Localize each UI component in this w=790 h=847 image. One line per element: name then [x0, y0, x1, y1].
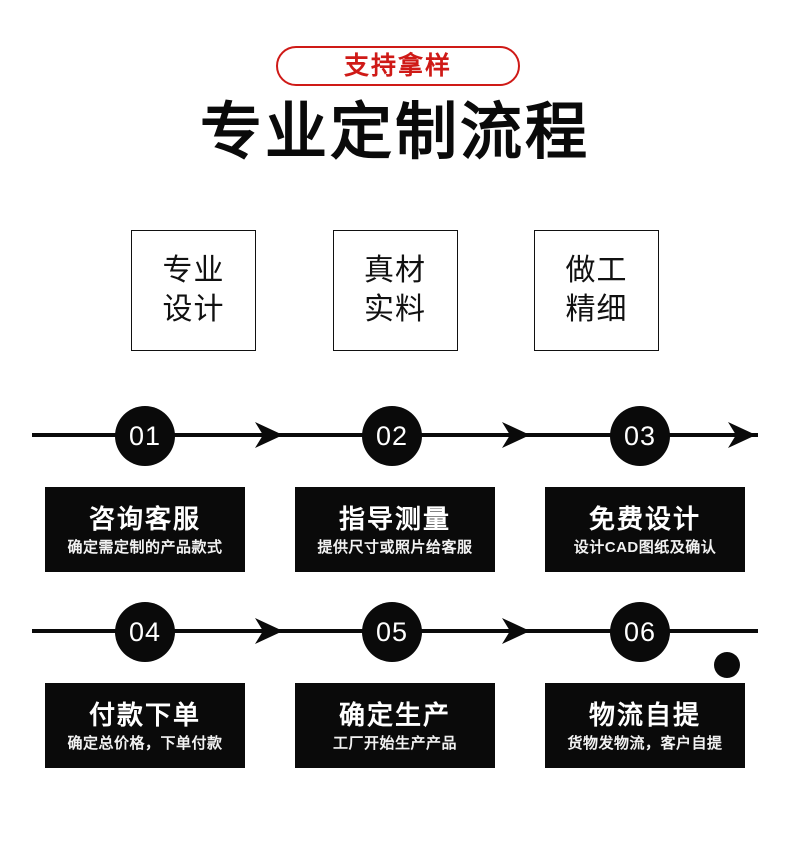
step-number: 06 — [623, 616, 657, 647]
timeline-row-1: 01 02 03 咨询客服 确定需定制的产品款式 指导测量 提供尺寸或照片给客服… — [0, 400, 790, 600]
arrow-right-icon — [498, 418, 532, 452]
step-number: 04 — [128, 616, 162, 647]
step-node-03: 03 — [610, 406, 670, 466]
step-node-01: 01 — [115, 406, 175, 466]
arrow-right-icon — [251, 614, 285, 648]
step-number: 05 — [375, 616, 409, 647]
arrow-right-icon — [498, 614, 532, 648]
step-node-05: 05 — [362, 602, 422, 662]
step-card-title: 物流自提 — [588, 699, 701, 730]
arrow-right-icon — [251, 418, 285, 452]
feature-box-design: 专业 设计 — [131, 230, 256, 351]
step-number: 01 — [128, 420, 162, 451]
step-node-06: 06 — [610, 602, 670, 662]
feature-line-2: 实料 — [364, 292, 426, 326]
step-card-subtitle: 提供尺寸或照片给客服 — [317, 538, 473, 556]
sample-support-badge: 支持拿样 — [276, 46, 520, 86]
feature-box-material: 真材 实料 — [332, 230, 458, 351]
step-card-02: 指导测量 提供尺寸或照片给客服 — [295, 487, 495, 572]
step-card-subtitle: 工厂开始生产产品 — [332, 734, 457, 752]
step-card-subtitle: 确定需定制的产品款式 — [67, 538, 223, 556]
page-title: 专业定制流程 — [199, 98, 590, 167]
step-card-title: 指导测量 — [338, 503, 451, 534]
step-card-subtitle: 货物发物流，客户自提 — [567, 734, 723, 752]
step-card-title: 免费设计 — [588, 503, 701, 534]
badge-label: 支持拿样 — [343, 51, 452, 80]
step-number: 02 — [375, 420, 409, 451]
timeline-row-2: 04 05 06 付款下单 确定总价格，下单付款 确定生产 工厂开始生产产品 物… — [0, 596, 790, 796]
feature-line-1: 真材 — [364, 254, 426, 288]
step-card-subtitle: 确定总价格，下单付款 — [67, 734, 223, 752]
feature-line-1: 专业 — [162, 254, 225, 288]
step-card-title: 付款下单 — [88, 699, 201, 730]
timeline-end-dot — [714, 652, 740, 678]
step-card-06: 物流自提 货物发物流，客户自提 — [545, 683, 745, 768]
step-card-group-1: 咨询客服 确定需定制的产品款式 指导测量 提供尺寸或照片给客服 免费设计 设计C… — [45, 487, 745, 572]
feature-line-2: 精细 — [565, 292, 628, 326]
step-number: 03 — [623, 420, 657, 451]
step-card-title: 咨询客服 — [88, 503, 201, 534]
step-card-subtitle: 设计CAD图纸及确认 — [573, 538, 717, 556]
step-node-02: 02 — [362, 406, 422, 466]
feature-box-workmanship: 做工 精细 — [534, 230, 659, 351]
step-card-title: 确定生产 — [338, 699, 451, 730]
feature-line-1: 做工 — [565, 254, 628, 288]
step-node-04: 04 — [115, 602, 175, 662]
step-card-04: 付款下单 确定总价格，下单付款 — [45, 683, 245, 768]
arrow-right-end-icon — [724, 418, 758, 452]
step-card-group-2: 付款下单 确定总价格，下单付款 确定生产 工厂开始生产产品 物流自提 货物发物流… — [45, 683, 745, 768]
step-card-03: 免费设计 设计CAD图纸及确认 — [545, 487, 745, 572]
step-card-01: 咨询客服 确定需定制的产品款式 — [45, 487, 245, 572]
feature-box-group: 专业 设计 真材 实料 做工 精细 — [131, 230, 659, 351]
step-card-05: 确定生产 工厂开始生产产品 — [295, 683, 495, 768]
feature-line-2: 设计 — [162, 292, 225, 326]
